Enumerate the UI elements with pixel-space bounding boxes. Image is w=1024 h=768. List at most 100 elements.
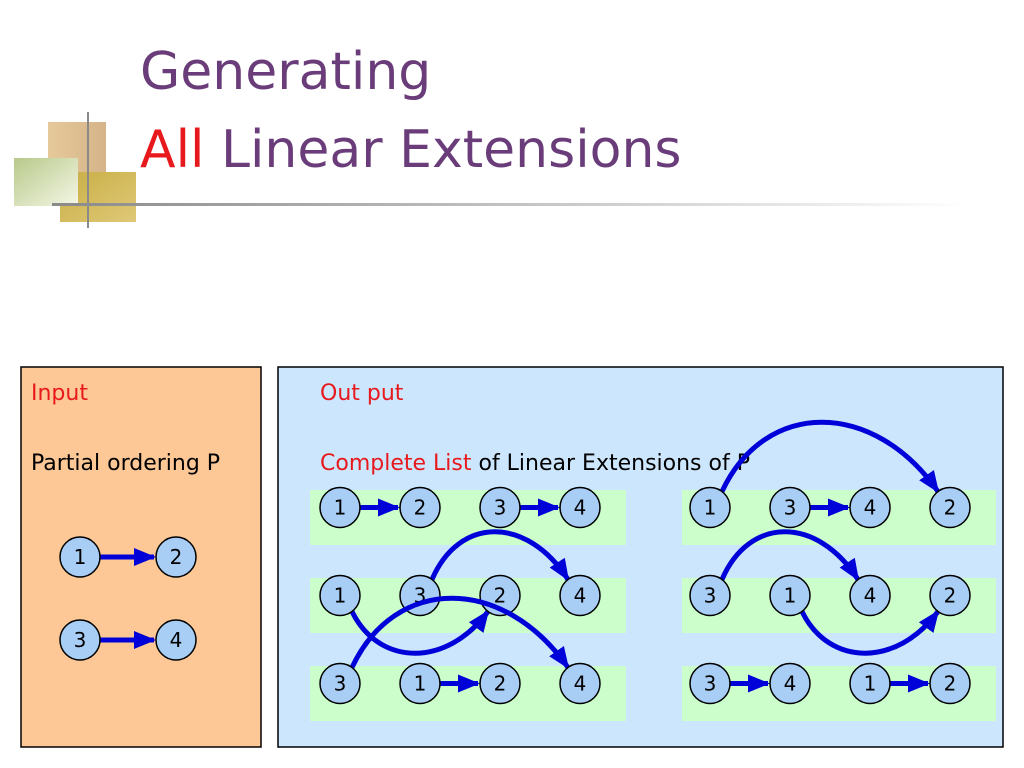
node-label: 2 <box>494 584 507 608</box>
node-circle <box>479 662 521 705</box>
node-circle <box>559 662 601 705</box>
node: 1 <box>849 662 891 705</box>
node: 3 <box>319 662 361 705</box>
node-label: 3 <box>334 672 347 696</box>
title-line-1: Generating <box>140 42 432 102</box>
node-label: 3 <box>704 672 717 696</box>
node-label: 2 <box>944 496 957 520</box>
corner-decoration <box>14 112 136 228</box>
node-circle <box>155 619 197 661</box>
node: 4 <box>155 619 197 661</box>
node-circle <box>929 574 971 617</box>
title-line-2: All Linear Extensions <box>140 124 682 176</box>
arrow <box>719 419 941 494</box>
node-label: 2 <box>170 545 183 569</box>
node: 1 <box>319 486 361 529</box>
node: 4 <box>849 486 891 529</box>
arrow <box>719 529 861 582</box>
node: 2 <box>399 486 441 529</box>
output-heading: Out put <box>320 381 404 406</box>
node: 3 <box>689 662 731 705</box>
node: 1 <box>769 574 811 617</box>
node-circle <box>769 486 811 529</box>
node: 2 <box>929 486 971 529</box>
arrow <box>429 529 571 582</box>
node-label: 2 <box>944 584 957 608</box>
node: 1 <box>689 486 731 529</box>
node-circle <box>689 574 731 617</box>
node-label: 2 <box>944 672 957 696</box>
node-circle <box>59 536 101 578</box>
node-circle <box>849 574 891 617</box>
node-label: 2 <box>494 672 507 696</box>
node-label: 1 <box>334 496 347 520</box>
node-circle <box>155 536 197 578</box>
node: 2 <box>479 662 521 705</box>
node-circle <box>319 662 361 705</box>
extension-row: 3 4 1 2 <box>682 662 996 721</box>
arrow <box>349 595 571 670</box>
node-circle <box>59 619 101 661</box>
node-label: 1 <box>74 545 87 569</box>
node: 4 <box>769 662 811 705</box>
node: 4 <box>559 662 601 705</box>
node-label: 4 <box>784 672 797 696</box>
input-heading: Input <box>31 381 88 406</box>
node-label: 1 <box>784 584 797 608</box>
node-label: 1 <box>334 584 347 608</box>
node: 1 <box>319 574 361 617</box>
node-label: 3 <box>704 584 717 608</box>
node-label: 4 <box>574 584 587 608</box>
input-graph: 1 2 3 4 <box>59 536 197 661</box>
extension-row: 3 1 2 4 <box>310 595 626 721</box>
node: 3 <box>59 619 101 661</box>
node-label: 4 <box>864 496 877 520</box>
node-circle <box>319 574 361 617</box>
node-circle <box>929 662 971 705</box>
node-circle <box>399 662 441 705</box>
node-label: 4 <box>574 496 587 520</box>
node: 1 <box>59 536 101 578</box>
node-label: 2 <box>414 496 427 520</box>
title-rule <box>52 203 972 206</box>
node-label: 1 <box>704 496 717 520</box>
output-label-highlight: Complete List <box>320 451 472 476</box>
node-circle <box>849 486 891 529</box>
title-rest: Linear Extensions <box>204 120 682 180</box>
extension-row: 3 1 4 2 <box>682 529 996 656</box>
node: 2 <box>929 662 971 705</box>
node-label: 3 <box>784 496 797 520</box>
node-circle <box>769 662 811 705</box>
node: 1 <box>399 662 441 705</box>
node-circle <box>479 486 521 529</box>
node-label: 3 <box>494 496 507 520</box>
node-circle <box>689 486 731 529</box>
node-circle <box>849 662 891 705</box>
node-label: 4 <box>170 628 183 652</box>
node: 4 <box>849 574 891 617</box>
node-label: 1 <box>414 672 427 696</box>
node-label: 1 <box>864 672 877 696</box>
node: 4 <box>559 486 601 529</box>
green-square <box>14 158 78 206</box>
output-label-rest: of Linear Extensions of P <box>471 451 749 476</box>
node-circle <box>769 574 811 617</box>
input-label: Partial ordering P <box>31 451 220 476</box>
node: 3 <box>769 486 811 529</box>
node-circle <box>559 574 601 617</box>
title-accent: All <box>140 120 205 180</box>
node-label: 4 <box>574 672 587 696</box>
node: 2 <box>929 574 971 617</box>
node-circle <box>399 486 441 529</box>
node-circle <box>559 486 601 529</box>
node-circle <box>689 662 731 705</box>
node-label: 3 <box>74 628 87 652</box>
node: 3 <box>479 486 521 529</box>
output-label: Complete List of Linear Extensions of P <box>320 451 750 476</box>
arrow <box>799 609 941 656</box>
arrow <box>349 609 491 656</box>
